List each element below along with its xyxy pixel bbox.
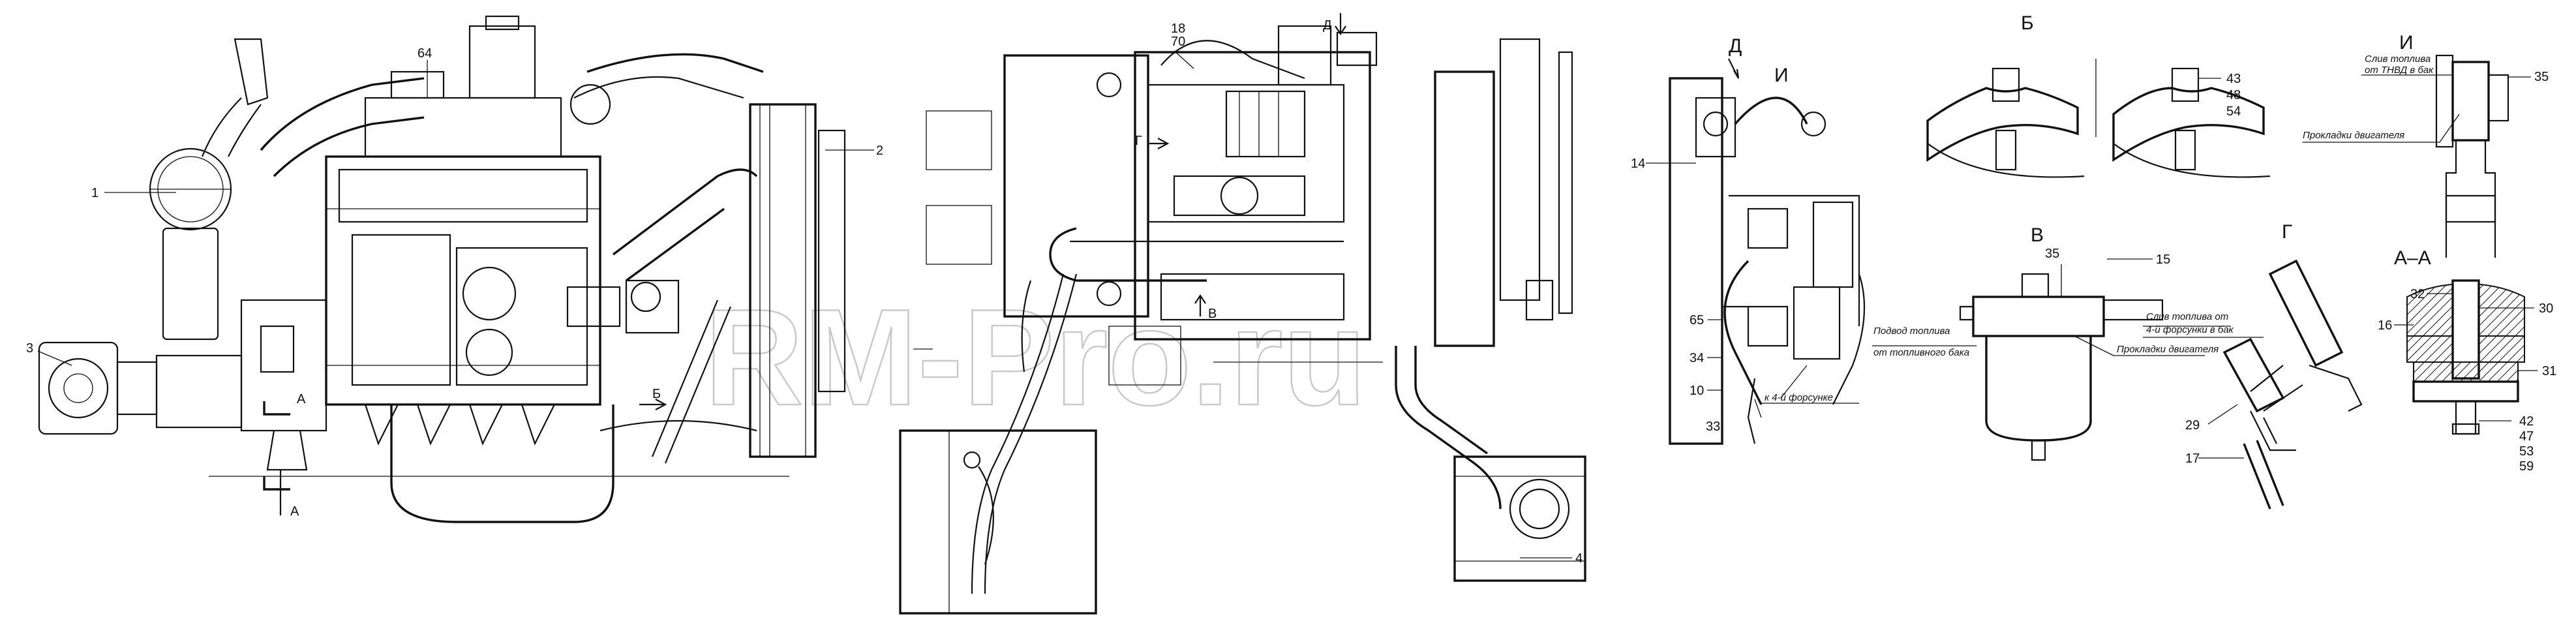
callout-33: 33 — [1706, 420, 1720, 434]
view-title-d: Д — [1729, 35, 1742, 57]
section-a-a-mount: А–А 32 30 16 31 42 47 53 59 — [2378, 247, 2556, 474]
callout-17: 17 — [2185, 451, 2200, 466]
view-i-return-line: И 35 Слив топлива от ТНВД в бак Прокладк… — [2303, 32, 2549, 258]
note-drain-4th-1: Слив топлива от — [2146, 311, 2228, 322]
callout-29: 29 — [2185, 418, 2200, 433]
note-fuel-supply-2: от топливного бака — [1873, 347, 1969, 358]
muffler — [1453, 455, 1586, 582]
air-filter — [149, 38, 269, 341]
note-drain-4th-2: 4-й форсунки в бак — [2146, 324, 2234, 335]
note-engine-gaskets-g: Прокладки двигателя — [2117, 344, 2219, 355]
callout-42: 42 — [2519, 414, 2534, 429]
callout-65: 65 — [1690, 313, 1704, 328]
view-v-fuel-filter: В 35 15 Подвод топлива от топливного бак… — [1872, 224, 2219, 461]
engine-side-view: A A Б 1 2 3 64 — [26, 15, 883, 523]
callout-30: 30 — [2539, 301, 2553, 316]
callout-54: 54 — [2226, 104, 2241, 119]
callout-35-i: 35 — [2534, 70, 2549, 84]
callout-70: 70 — [1171, 35, 1185, 49]
callout-47: 47 — [2519, 429, 2534, 444]
view-d-fuel-lines: Д И 14 65 34 10 33 к 4-й форсунке — [1631, 35, 1866, 445]
fan-hub — [38, 341, 243, 435]
callout-64: 64 — [417, 46, 432, 61]
view-title-b: Б — [2021, 12, 2034, 34]
section-line-a-bottom — [263, 476, 290, 491]
callout-34: 34 — [1690, 351, 1704, 365]
view-title-aa: А–А — [2394, 247, 2431, 269]
callout-2: 2 — [876, 144, 883, 158]
callout-32: 32 — [2410, 287, 2425, 301]
radiator — [749, 103, 846, 458]
view-arrow-d — [1335, 13, 1346, 35]
callout-48: 48 — [2226, 88, 2241, 102]
section-line-a-top — [263, 401, 290, 416]
note-fuel-supply-1: Подвод топлива — [1873, 326, 1950, 337]
view-title-g: Г — [2282, 221, 2292, 243]
section-mark-a-bottom: A — [290, 504, 299, 519]
view-arrow-b — [639, 399, 667, 410]
callout-1: 1 — [91, 186, 98, 200]
callout-59: 59 — [2519, 459, 2534, 474]
note-engine-gaskets-i: Прокладки двигателя — [2303, 130, 2404, 141]
callout-53: 53 — [2519, 444, 2534, 459]
view-title-i-mark: И — [1774, 65, 1789, 86]
view-mark-v: В — [1208, 307, 1217, 321]
view-arrow-g — [1148, 138, 1170, 149]
view-mark-g: Г — [1135, 134, 1142, 148]
note-fuel-drain-tnvd-2: от ТНВД в бак — [2365, 65, 2434, 76]
section-mark-a-top: A — [297, 392, 306, 406]
engine-block — [325, 15, 601, 406]
watermark: RM-Pro.ru — [705, 281, 1367, 434]
view-arrow-v — [1194, 294, 1206, 316]
callout-31: 31 — [2542, 364, 2556, 378]
view-mark-b: Б — [652, 387, 661, 401]
note-fuel-drain-tnvd-1: Слив топлива — [2365, 54, 2431, 65]
view-title-i: И — [2399, 32, 2414, 54]
view-mark-d: Д — [1323, 18, 1332, 33]
callout-14: 14 — [1631, 157, 1645, 171]
callout-18: 18 — [1171, 22, 1185, 36]
view-g-injector-drain: Г Слив топлива от 4-й форсунки в бак 29 … — [2143, 221, 2363, 510]
callout-4: 4 — [1575, 551, 1583, 566]
note-to-4th-injector: к 4-й форсунке — [1765, 392, 1833, 403]
callout-16: 16 — [2378, 318, 2392, 333]
view-b-bracket: Б 43 48 54 — [1926, 12, 2271, 178]
callout-10: 10 — [1690, 384, 1704, 398]
callout-35-v: 35 — [2045, 247, 2059, 261]
callout-3: 3 — [26, 341, 33, 356]
callout-15: 15 — [2156, 252, 2170, 267]
view-title-v: В — [2031, 224, 2044, 246]
engine-front-view: 4 Д Г В 18 70 — [899, 13, 1586, 615]
callout-43: 43 — [2226, 72, 2241, 86]
